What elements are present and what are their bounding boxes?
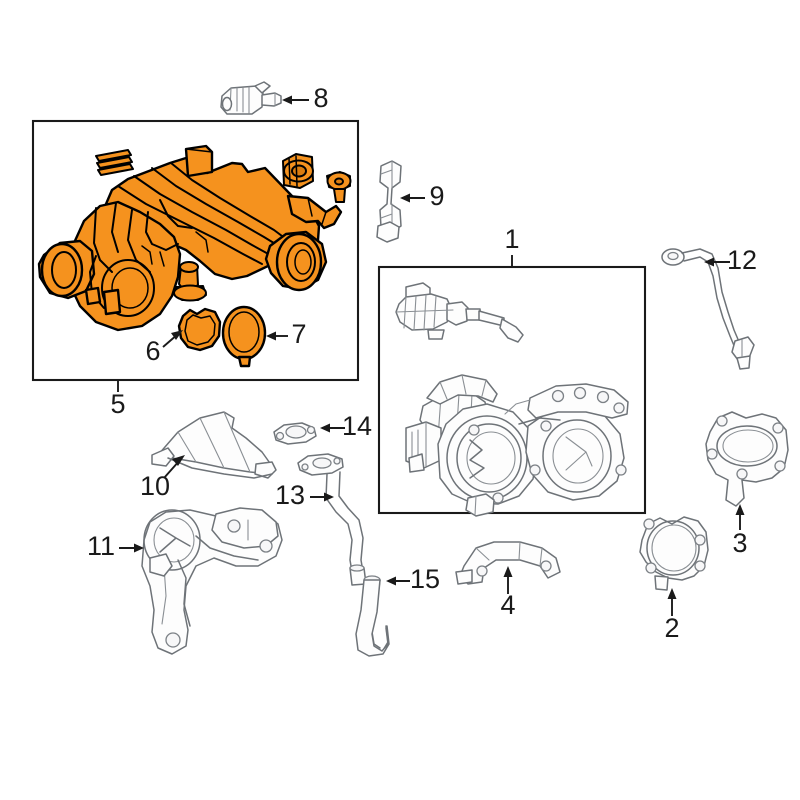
callout-10-label: 10 xyxy=(140,471,170,501)
part-turbo-outlet-gasket[interactable] xyxy=(639,516,709,591)
callout-13[interactable]: 13 xyxy=(275,480,334,510)
callout-15-label: 15 xyxy=(410,564,440,594)
callout-4[interactable]: 4 xyxy=(500,566,516,620)
callout-2[interactable]: 2 xyxy=(664,588,680,643)
callout-10[interactable]: 10 xyxy=(140,455,185,501)
callout-5-label: 5 xyxy=(110,389,125,419)
part-turbo-heat-cover[interactable] xyxy=(151,411,277,479)
callout-8-label: 8 xyxy=(313,83,328,113)
callout-14-label: 14 xyxy=(342,411,372,441)
part-wastegate-actuator[interactable] xyxy=(395,282,524,343)
part-turbo-mount-bracket[interactable] xyxy=(141,507,283,655)
part-turbo-support-stay[interactable] xyxy=(376,160,402,243)
callout-6[interactable]: 6 xyxy=(145,330,183,366)
callout-12[interactable]: 12 xyxy=(704,245,757,275)
callout-3[interactable]: 3 xyxy=(732,504,748,558)
callout-11[interactable]: 11 xyxy=(87,531,144,561)
callout-14[interactable]: 14 xyxy=(320,411,372,441)
part-coolant-hose[interactable] xyxy=(355,575,390,657)
callout-7-label: 7 xyxy=(291,319,306,349)
part-intake-manifold-assembly[interactable] xyxy=(37,144,352,368)
manifold-clip[interactable] xyxy=(95,149,134,176)
callout-13-label: 13 xyxy=(275,480,305,510)
manifold-plug[interactable] xyxy=(173,261,207,302)
callout-11-label: 11 xyxy=(87,531,115,561)
part-oil-feed-pipe[interactable] xyxy=(297,453,367,586)
part-exhaust-manifold-gasket[interactable] xyxy=(705,411,789,507)
callout-9-label: 9 xyxy=(429,181,444,211)
part-oil-pipe-gasket[interactable] xyxy=(273,422,317,445)
part-oxygen-sensor[interactable] xyxy=(661,248,755,370)
manifold-bushing[interactable] xyxy=(282,153,314,189)
callout-4-label: 4 xyxy=(500,590,515,620)
manifold-seal-oval[interactable] xyxy=(221,305,267,368)
intake-manifold-body[interactable] xyxy=(37,144,343,332)
callout-1-label: 1 xyxy=(504,224,519,254)
manifold-seal-irregular[interactable] xyxy=(177,307,222,352)
callout-3-label: 3 xyxy=(732,528,747,558)
callout-15[interactable]: 15 xyxy=(386,564,440,594)
part-map-sensor[interactable] xyxy=(220,81,282,115)
callout-9[interactable]: 9 xyxy=(400,181,445,211)
callout-7[interactable]: 7 xyxy=(266,319,307,349)
part-heat-shield-bracket[interactable] xyxy=(455,541,561,585)
callout-8[interactable]: 8 xyxy=(282,83,329,113)
callout-6-label: 6 xyxy=(145,336,160,366)
manifold-bolt[interactable] xyxy=(326,171,352,203)
callout-2-label: 2 xyxy=(664,613,679,643)
callout-12-label: 12 xyxy=(727,245,757,275)
part-turbocharger-housing[interactable] xyxy=(405,374,629,517)
